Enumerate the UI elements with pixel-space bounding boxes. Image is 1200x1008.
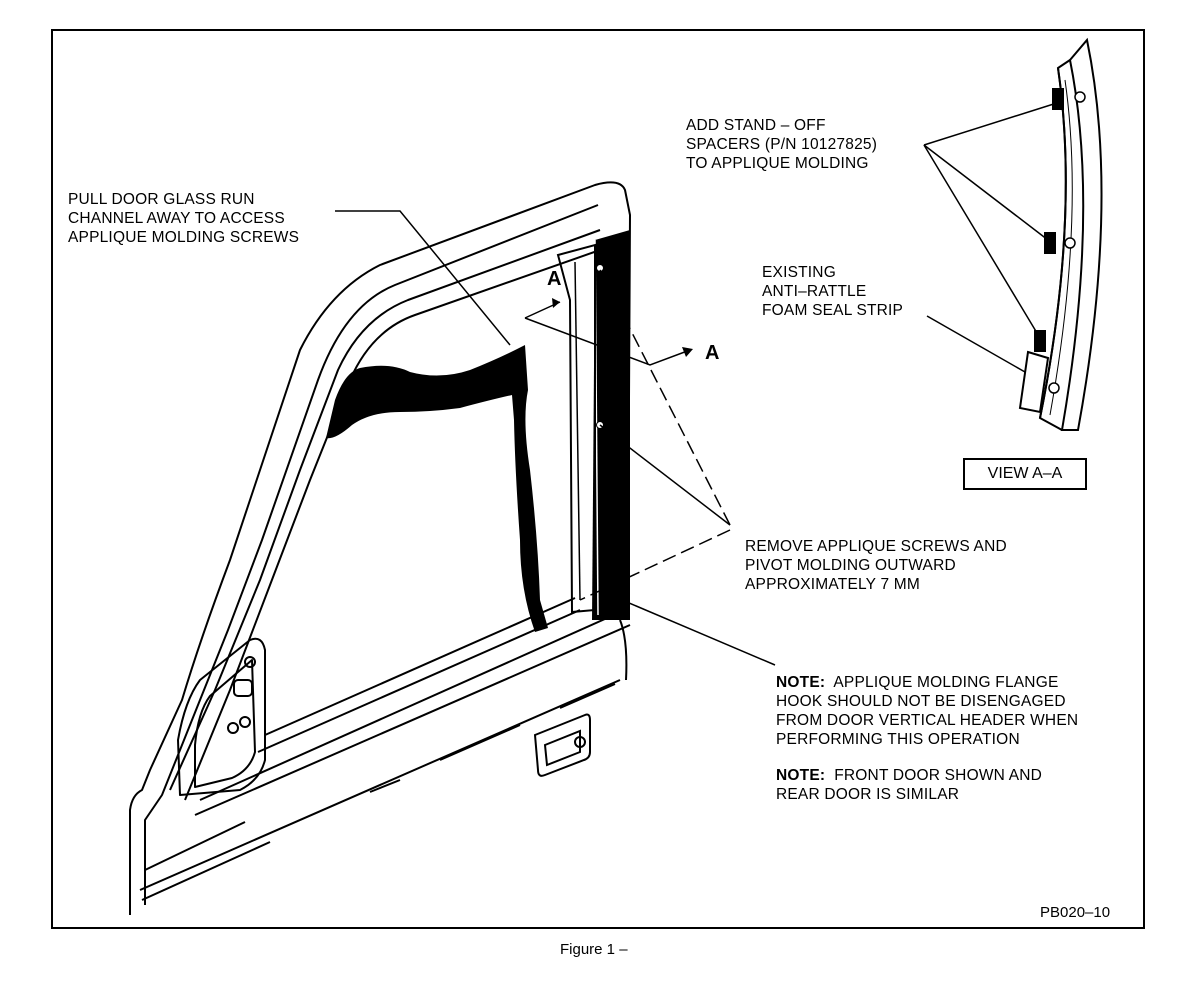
note-molding-flange: NOTE: APPLIQUE MOLDING FLANGE HOOK SHOUL… (776, 674, 1079, 748)
note2-prefix: NOTE: (776, 767, 826, 784)
glass-run-channel (326, 345, 548, 632)
note-front-door: NOTE: FRONT DOOR SHOWN AND REAR DOOR IS … (776, 767, 1043, 803)
vent-hardware (227, 656, 256, 734)
door-illustration (129, 181, 631, 915)
door-handle (533, 713, 591, 777)
leader-lines (335, 101, 1061, 666)
section-marker-a-top: A (547, 268, 562, 290)
applique-molding (556, 230, 630, 620)
label-pull-door: PULL DOOR GLASS RUN CHANNEL AWAY TO ACCE… (68, 191, 300, 246)
label-remove-screws: REMOVE APPLIQUE SCREWS AND PIVOT MOLDING… (745, 538, 1007, 593)
note1-prefix: NOTE: (776, 674, 826, 691)
section-view-molding (1018, 37, 1103, 431)
label-add-standoff: ADD STAND – OFF SPACERS (P/N 10127825) T… (686, 117, 878, 172)
figure-frame (51, 29, 1145, 929)
figure-caption: Figure 1 – (560, 941, 628, 958)
label-existing-seal: EXISTING ANTI–RATTLE FOAM SEAL STRIP (762, 264, 904, 319)
view-label: VIEW A–A (963, 458, 1087, 490)
section-marker-a-right: A (705, 342, 720, 364)
figure-id: PB020–10 (1040, 904, 1111, 921)
